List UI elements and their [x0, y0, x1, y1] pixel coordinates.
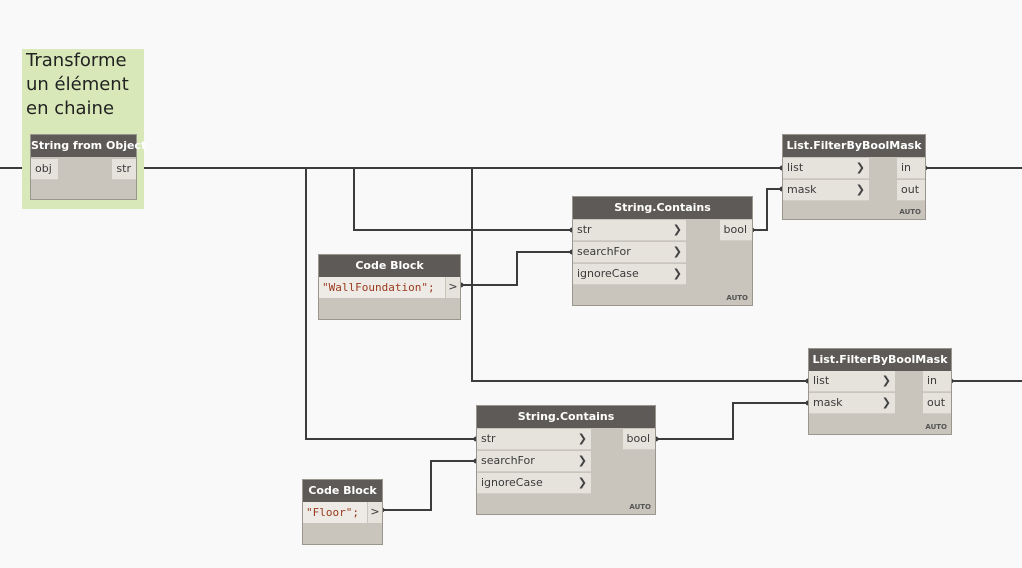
port-in-out[interactable]: in	[897, 158, 925, 179]
port-bool-out[interactable]: bool	[623, 429, 655, 450]
port-label: ignoreCase	[577, 267, 639, 280]
lacing-badge: AUTO	[629, 503, 651, 511]
port-obj[interactable]: obj	[31, 159, 58, 180]
wire-str-to-contains1	[353, 168, 572, 231]
node-title: String.Contains	[573, 197, 752, 219]
port-str[interactable]: str ❯	[477, 429, 591, 450]
port-in-out[interactable]: in	[923, 371, 951, 392]
port-list[interactable]: list ❯	[809, 371, 895, 392]
chevron-right-icon: ❯	[577, 476, 587, 489]
port-mask[interactable]: mask ❯	[809, 393, 895, 414]
node-code-block-1[interactable]: Code Block "WallFoundation"; >	[318, 254, 461, 320]
node-filter-by-bool-mask-1[interactable]: List.FilterByBoolMask list ❯ mask ❯ in o…	[782, 134, 926, 220]
port-mask[interactable]: mask ❯	[783, 180, 869, 201]
chevron-right-icon: ❯	[672, 267, 682, 280]
chevron-right-icon: ❯	[881, 374, 891, 387]
port-label: str	[481, 432, 496, 445]
port-label: str	[577, 223, 592, 236]
wire-str-to-filter2	[471, 168, 808, 382]
port-label: ignoreCase	[481, 476, 543, 489]
port-out-out[interactable]: out	[897, 180, 925, 201]
port-list[interactable]: list ❯	[783, 158, 869, 179]
node-string-from-object[interactable]: String from Object obj str	[30, 134, 146, 200]
code-output-port[interactable]: >	[368, 502, 382, 523]
port-str-out[interactable]: str	[112, 159, 136, 180]
chevron-right-icon: ❯	[577, 432, 587, 445]
node-title: Code Block	[303, 480, 382, 502]
node-filter-by-bool-mask-2[interactable]: List.FilterByBoolMask list ❯ mask ❯ in o…	[808, 348, 952, 435]
lacing-badge: AUTO	[899, 208, 921, 216]
chevron-right-icon: ❯	[855, 183, 865, 196]
port-label: searchFor	[481, 454, 535, 467]
code-editor[interactable]: "Floor";	[303, 502, 367, 523]
wire-code1-to-contains1	[461, 251, 572, 286]
wire-str-to-contains2	[305, 168, 476, 440]
port-str[interactable]: str ❯	[573, 220, 686, 241]
node-title: Code Block	[319, 255, 460, 277]
wire-code2-to-contains2	[382, 460, 476, 511]
code-editor[interactable]: "WallFoundation";	[319, 277, 445, 298]
port-label: mask	[813, 396, 843, 409]
port-label: mask	[787, 183, 817, 196]
port-out-out[interactable]: out	[923, 393, 951, 414]
group-title: Transforme un élément en chaine	[26, 50, 129, 119]
node-title: String from Object	[31, 135, 146, 157]
lacing-badge: AUTO	[726, 294, 748, 302]
wire-contains1-to-filter1	[752, 188, 782, 231]
code-output-port[interactable]: >	[446, 277, 460, 298]
node-string-contains-2[interactable]: String.Contains str ❯ searchFor ❯ ignore…	[476, 405, 656, 515]
chevron-right-icon: ❯	[672, 245, 682, 258]
port-ignorecase[interactable]: ignoreCase ❯	[573, 264, 686, 285]
port-searchfor[interactable]: searchFor ❯	[477, 451, 591, 472]
node-title: List.FilterByBoolMask	[809, 349, 951, 371]
chevron-right-icon: ❯	[577, 454, 587, 467]
chevron-right-icon: ❯	[672, 223, 682, 236]
port-ignorecase[interactable]: ignoreCase ❯	[477, 473, 591, 494]
node-code-block-2[interactable]: Code Block "Floor"; >	[302, 479, 383, 545]
chevron-right-icon: ❯	[881, 396, 891, 409]
node-title: String.Contains	[477, 406, 655, 428]
node-string-contains-1[interactable]: String.Contains str ❯ searchFor ❯ ignore…	[572, 196, 753, 306]
lacing-badge: AUTO	[925, 423, 947, 431]
wire-contains2-to-filter2	[656, 402, 808, 440]
chevron-right-icon: ❯	[855, 161, 865, 174]
node-title: List.FilterByBoolMask	[783, 135, 925, 157]
port-searchfor[interactable]: searchFor ❯	[573, 242, 686, 263]
port-bool-out[interactable]: bool	[720, 220, 752, 241]
port-label: list	[813, 374, 830, 387]
port-label: list	[787, 161, 804, 174]
port-label: searchFor	[577, 245, 631, 258]
